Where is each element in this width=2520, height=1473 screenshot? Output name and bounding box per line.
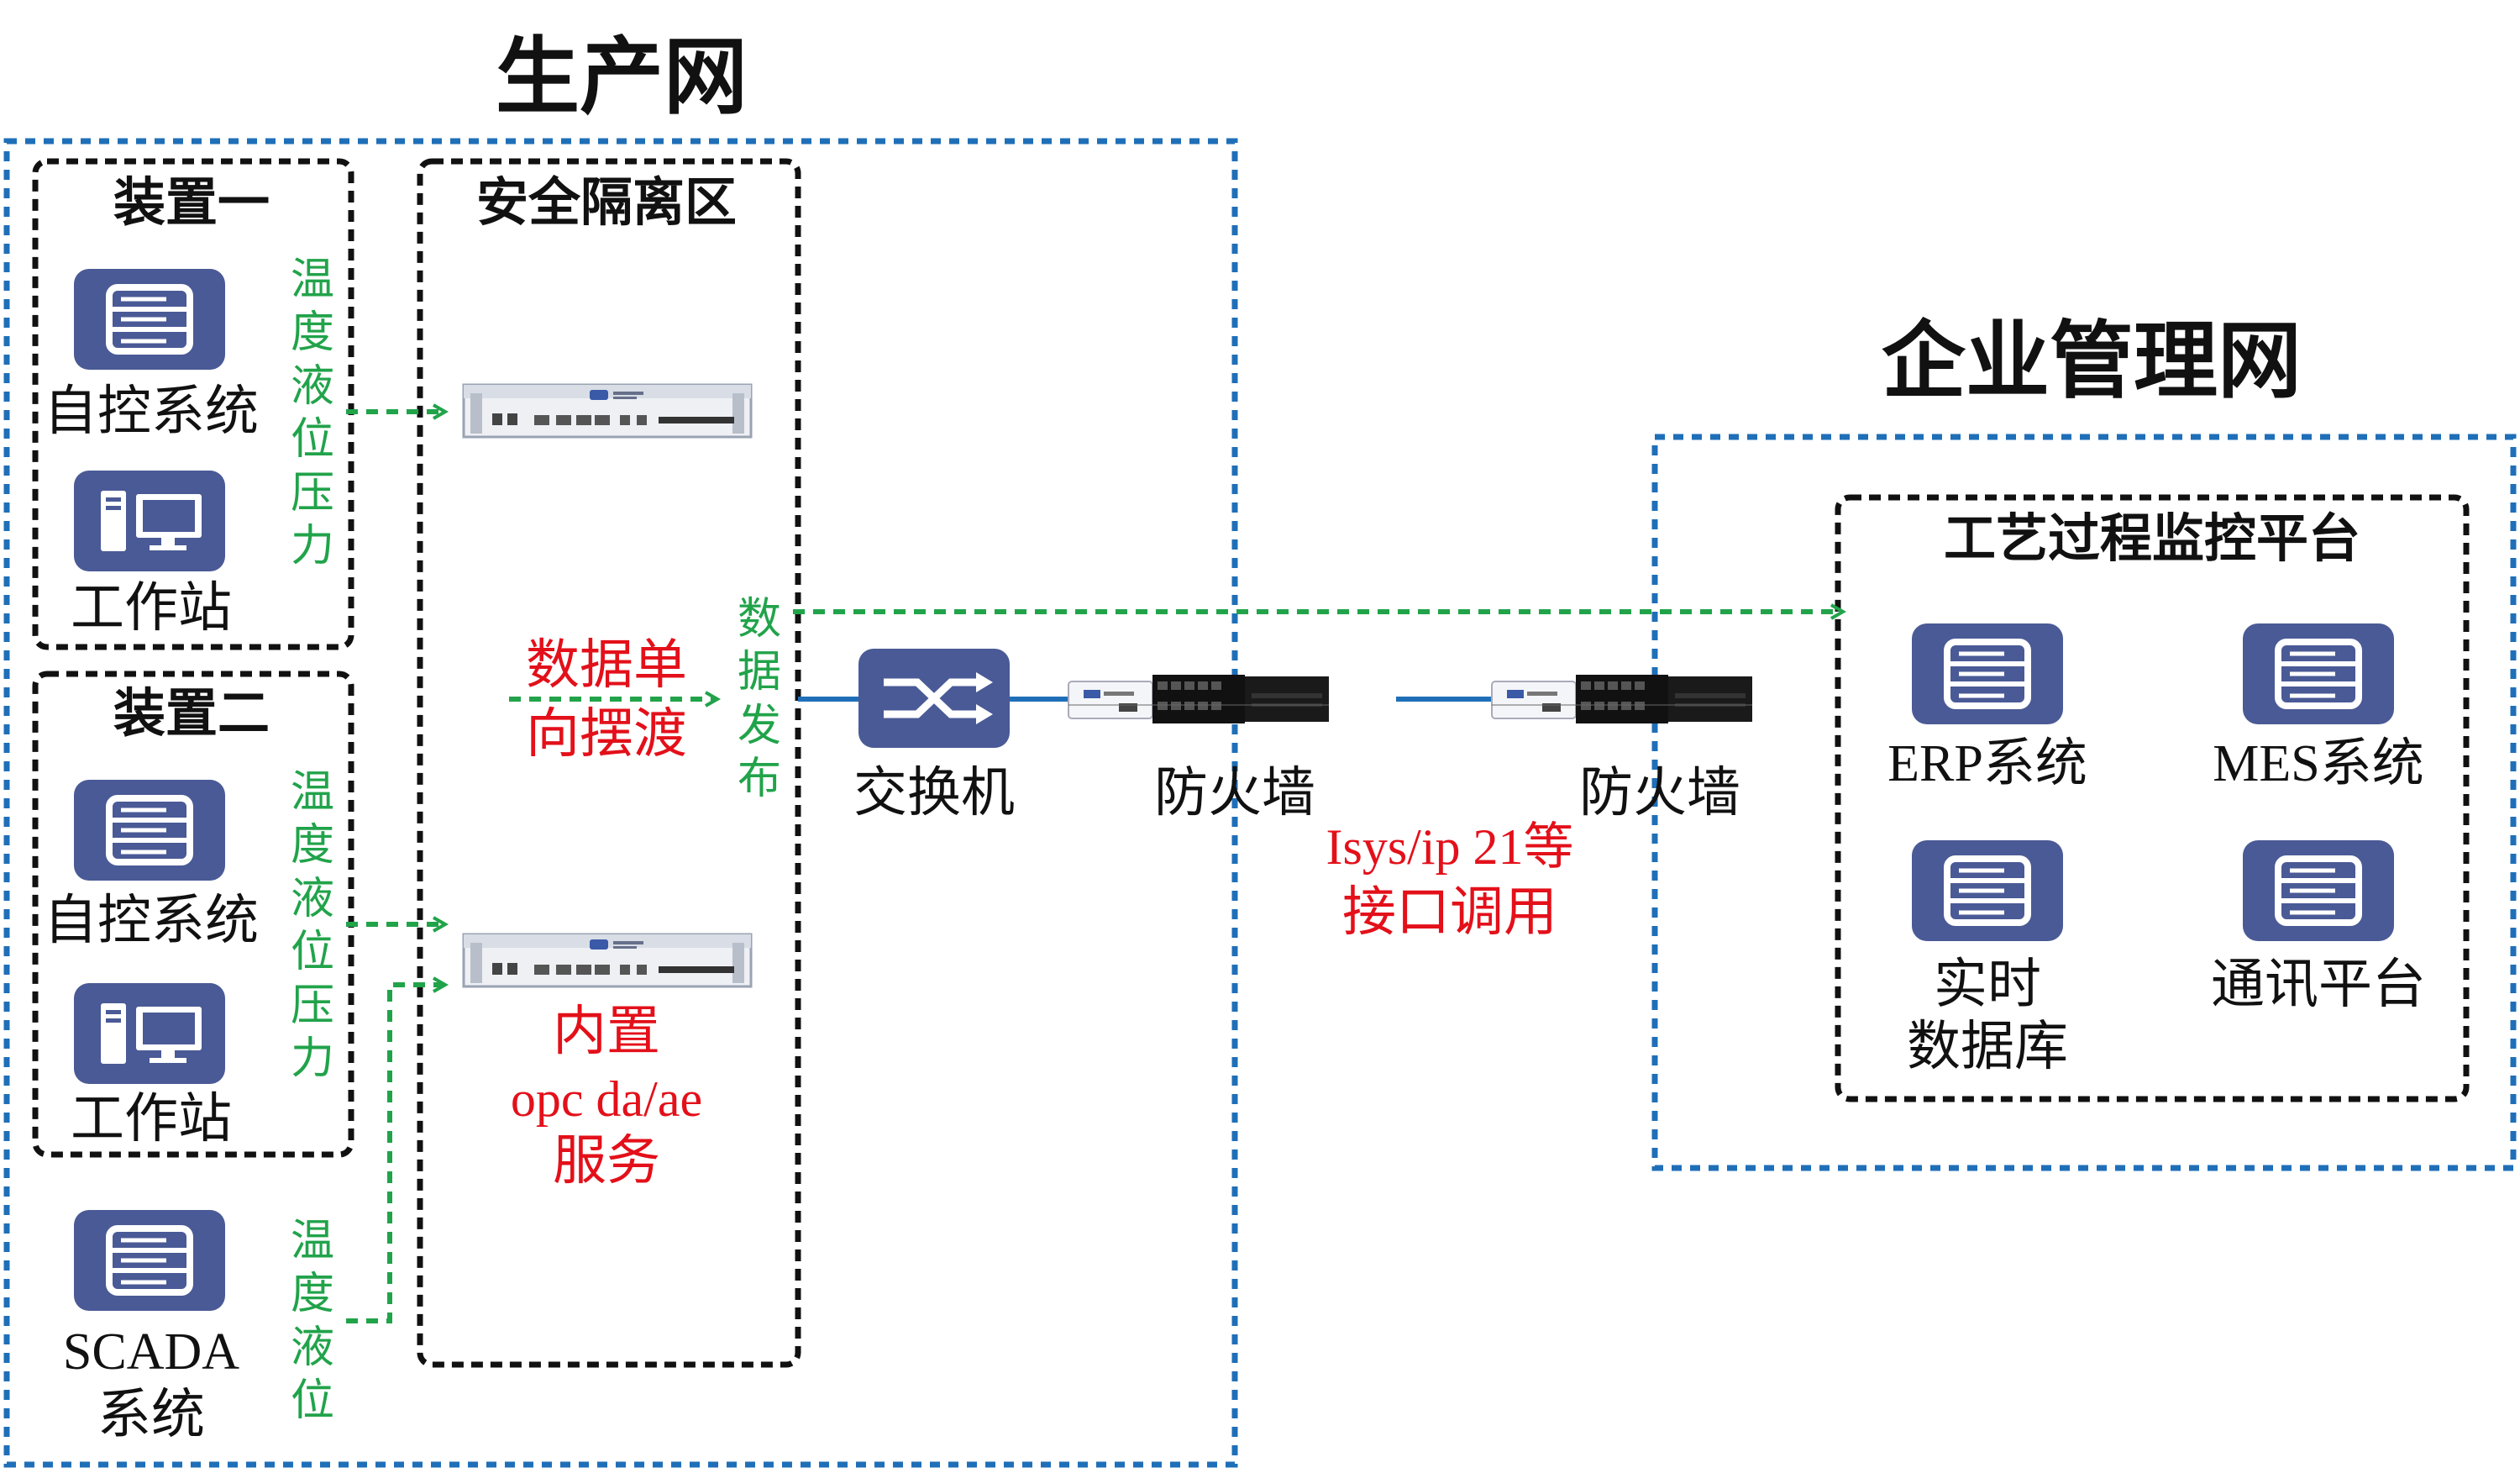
production-zone-border [3, 138, 1238, 1468]
data-publish-label: 数据发布 [737, 594, 781, 805]
enterprise-zone-border [1651, 434, 2517, 1171]
device-one-title: 装置一 [113, 171, 270, 233]
rtdb-label-line2: 数据库 [1907, 1016, 2068, 1078]
isolation-device-icon [462, 933, 753, 988]
switch-label: 交换机 [853, 762, 1015, 824]
opc-label-line2: opc da/ae [510, 1071, 703, 1127]
device-two-title: 装置二 [113, 682, 270, 744]
switch-icon [858, 649, 1010, 748]
platform-box [1835, 494, 2470, 1102]
interface-label-line2: 接口调用 [1342, 881, 1557, 944]
server-icon [74, 780, 225, 881]
workstation-icon [74, 471, 225, 571]
firewall-icon [1068, 674, 1330, 724]
server-icon [2243, 623, 2394, 724]
firewall-icon [1491, 674, 1753, 724]
firewall1-label: 防火墙 [1154, 762, 1315, 824]
isolation-zone-box [417, 158, 801, 1368]
device-two-workstation-label: 工作站 [71, 1088, 232, 1150]
workstation-icon [74, 983, 225, 1084]
device-one-workstation-label: 工作站 [71, 577, 232, 639]
server-icon [2243, 840, 2394, 941]
device-two-control-label: 自控系统 [44, 890, 259, 952]
production-zone-title: 生产网 [496, 28, 748, 126]
server-icon [1912, 623, 2063, 724]
scada-signals: 温度液位 [290, 1216, 334, 1427]
firewall2-label: 防火墙 [1579, 762, 1740, 824]
scada-label-line1: SCADA [62, 1323, 240, 1381]
isolation-zone-title: 安全隔离区 [475, 171, 738, 233]
device-one-box [32, 158, 354, 650]
device-one-control-label: 自控系统 [44, 381, 259, 443]
device-one-signals: 温度液位压力 [290, 255, 334, 572]
erp-label: ERP系统 [1887, 735, 2087, 792]
ferry-label-line1: 数据单 [526, 634, 687, 697]
opc-label-line1: 内置 [553, 1001, 660, 1063]
platform-title: 工艺过程监控平台 [1943, 508, 2361, 569]
server-icon [1912, 840, 2063, 941]
device-two-signals: 温度液位压力 [290, 767, 334, 1085]
rtdb-label-line1: 实时 [1934, 954, 2041, 1016]
server-icon [74, 269, 225, 370]
arrow-scada-to-isolation [346, 985, 444, 1323]
ferry-label-line2: 向摆渡 [526, 703, 687, 765]
opc-label-line3: 服务 [553, 1130, 660, 1192]
device-two-box [32, 671, 354, 1158]
mes-label: MES系统 [2213, 735, 2424, 792]
enterprise-zone-title: 企业管理网 [1882, 312, 2302, 410]
server-icon [74, 1210, 225, 1311]
interface-label-line1: Isys/ip 21等 [1326, 819, 1574, 875]
comm-platform-label: 通讯平台 [2211, 954, 2426, 1016]
isolation-device-icon [462, 383, 753, 439]
scada-label-line2: 系统 [97, 1384, 205, 1446]
